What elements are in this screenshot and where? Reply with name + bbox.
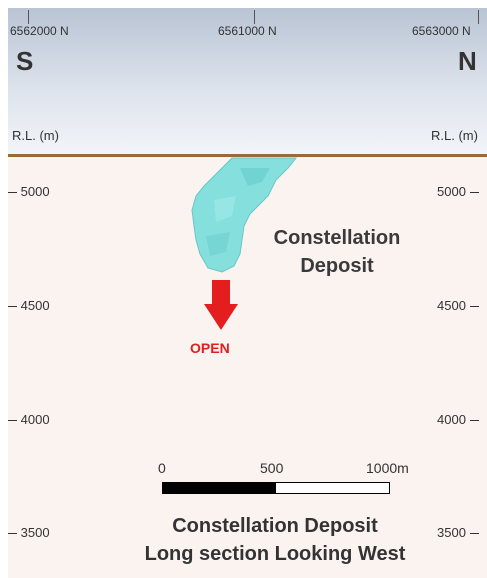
elevation-value: 4000: [437, 412, 466, 427]
scale-bar: [162, 482, 390, 494]
northing-tick-left: [28, 10, 29, 24]
topographic-surface-line: [8, 154, 487, 157]
section-title-line2: Long section Looking West: [144, 543, 406, 565]
elevation-tick: [8, 533, 17, 535]
elevation-value: 4500: [20, 298, 50, 313]
elevation-value: 5000: [20, 184, 50, 199]
elevation-tick: [8, 192, 17, 194]
elevation-value: 4500: [437, 298, 466, 313]
open-label: OPEN: [190, 340, 230, 356]
northing-tick-right: [478, 10, 479, 24]
ground-background: [8, 156, 487, 578]
scale-label-1000: 1000m: [366, 460, 409, 476]
orebody-detail: [206, 232, 230, 256]
deposit-label-line2: Deposit: [300, 255, 374, 277]
elevation-left-4500: 4500: [8, 298, 50, 313]
elevation-tick: [469, 533, 479, 535]
elevation-tick: [469, 192, 479, 194]
northing-label-right: 6563000 N: [412, 24, 471, 38]
elevation-tick: [469, 306, 479, 308]
northing-tick-center: [254, 10, 255, 24]
elevation-tick: [8, 306, 17, 308]
deposit-label: Constellation Deposit: [262, 224, 412, 280]
rl-header-right: R.L. (m): [431, 128, 478, 143]
elevation-left-4000: 4000: [8, 412, 50, 427]
scale-label-500: 500: [260, 460, 284, 476]
sky-background: [8, 8, 487, 156]
elevation-value: 5000: [437, 184, 466, 199]
direction-north: N: [458, 46, 477, 76]
deposit-label-line1: Constellation: [273, 227, 401, 249]
elevation-value: 4000: [20, 412, 50, 427]
direction-south: S: [16, 46, 34, 76]
elevation-tick: [469, 420, 479, 422]
elevation-right-5000: 5000: [437, 184, 479, 199]
rl-header-left: R.L. (m): [12, 128, 59, 143]
elevation-value: 3500: [20, 525, 50, 540]
elevation-tick: [8, 420, 17, 422]
open-arrow: [204, 280, 238, 330]
section-title-line1: Constellation Deposit: [172, 515, 378, 537]
northing-label-left: 6562000 N: [10, 24, 69, 38]
elevation-value: 3500: [437, 525, 466, 540]
elevation-left-3500: 3500: [8, 525, 50, 540]
orebody-detail: [214, 196, 236, 222]
orebody-detail: [240, 168, 270, 186]
elevation-left-5000: 5000: [8, 184, 50, 199]
elevation-right-4000: 4000: [437, 412, 479, 427]
section-title: Constellation Deposit Long section Looki…: [110, 512, 440, 568]
scale-bar-black-segment: [163, 483, 276, 493]
northing-label-center: 6561000 N: [218, 24, 277, 38]
elevation-right-3500: 3500: [437, 525, 479, 540]
scale-label-0: 0: [158, 460, 166, 476]
elevation-right-4500: 4500: [437, 298, 479, 313]
